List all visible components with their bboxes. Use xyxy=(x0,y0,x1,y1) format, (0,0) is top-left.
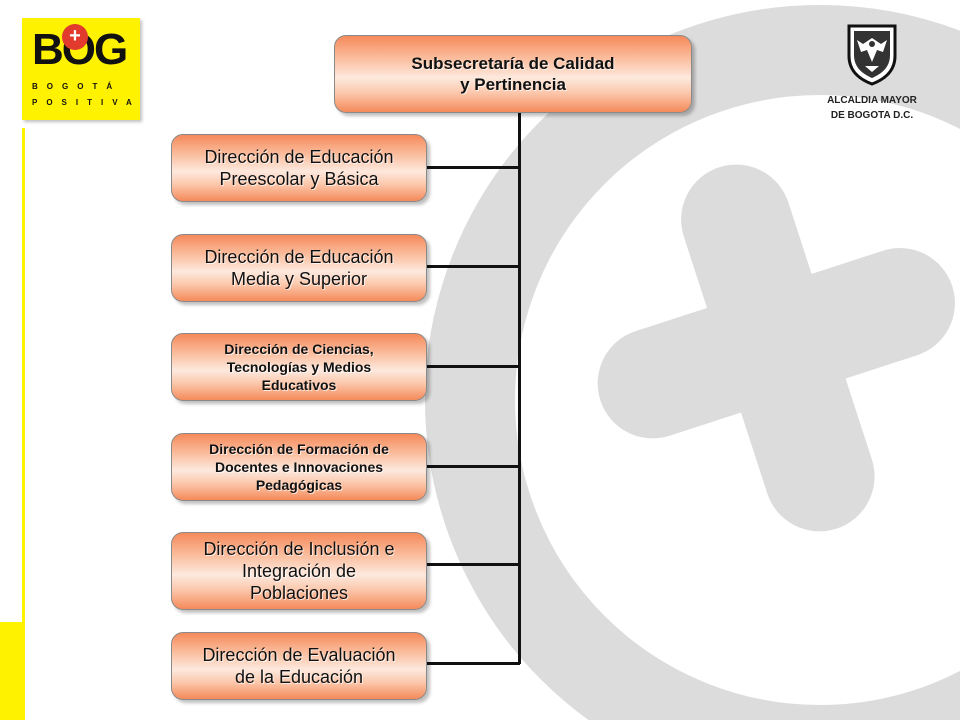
yellow-vertical-rule xyxy=(22,128,25,720)
org-node-ciencias-tecnologias: Dirección de Ciencias, Tecnologías y Med… xyxy=(171,333,427,401)
logo-line-positiva: POSITIVA xyxy=(32,98,141,107)
alcaldia-logo: ALCALDIA MAYOR DE BOGOTA D.C. xyxy=(812,22,932,121)
connector-trunk xyxy=(518,112,521,664)
connector-branch-5 xyxy=(425,563,520,566)
yellow-corner-block xyxy=(0,622,25,720)
connector-branch-6 xyxy=(425,662,520,665)
connector-branch-2 xyxy=(425,265,520,268)
logo-plus-icon: + xyxy=(62,24,88,50)
connector-branch-3 xyxy=(425,365,520,368)
org-node-evaluacion: Dirección de Evaluación de la Educación xyxy=(171,632,427,700)
coat-of-arms-icon xyxy=(847,24,897,86)
alcaldia-line2: DE BOGOTA D.C. xyxy=(830,110,914,121)
alcaldia-line1: ALCALDIA MAYOR xyxy=(827,95,917,106)
org-node-inclusion-integracion: Dirección de Inclusión e Integración de … xyxy=(171,532,427,610)
connector-branch-1 xyxy=(425,166,520,169)
org-node-root: Subsecretaría de Calidad y Pertinencia xyxy=(334,35,692,113)
logo-line-bogota: BOGOTÁ xyxy=(32,82,122,91)
org-node-media-superior: Dirección de Educación Media y Superior xyxy=(171,234,427,302)
org-node-formacion-docentes: Dirección de Formación de Docentes e Inn… xyxy=(171,433,427,501)
connector-branch-4 xyxy=(425,465,520,468)
bogota-positiva-logo: BOG + BOGOTÁ POSITIVA xyxy=(22,18,140,120)
org-node-preescolar-basica: Dirección de Educación Preescolar y Bási… xyxy=(171,134,427,202)
